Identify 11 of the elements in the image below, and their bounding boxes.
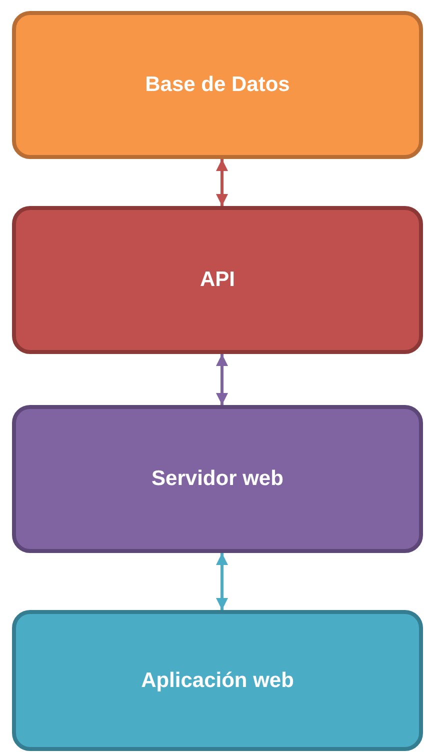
process-box [12, 405, 423, 553]
box-label: API [200, 268, 235, 292]
double-arrow [216, 354, 228, 405]
process-box [12, 610, 423, 751]
double-arrow [216, 553, 228, 610]
box-label: Base de Datos [145, 73, 290, 97]
process-box [12, 11, 423, 159]
box-label: Aplicación web [141, 668, 294, 692]
box-label: Servidor web [152, 467, 284, 491]
process-box [12, 206, 423, 354]
double-arrow [216, 159, 228, 206]
